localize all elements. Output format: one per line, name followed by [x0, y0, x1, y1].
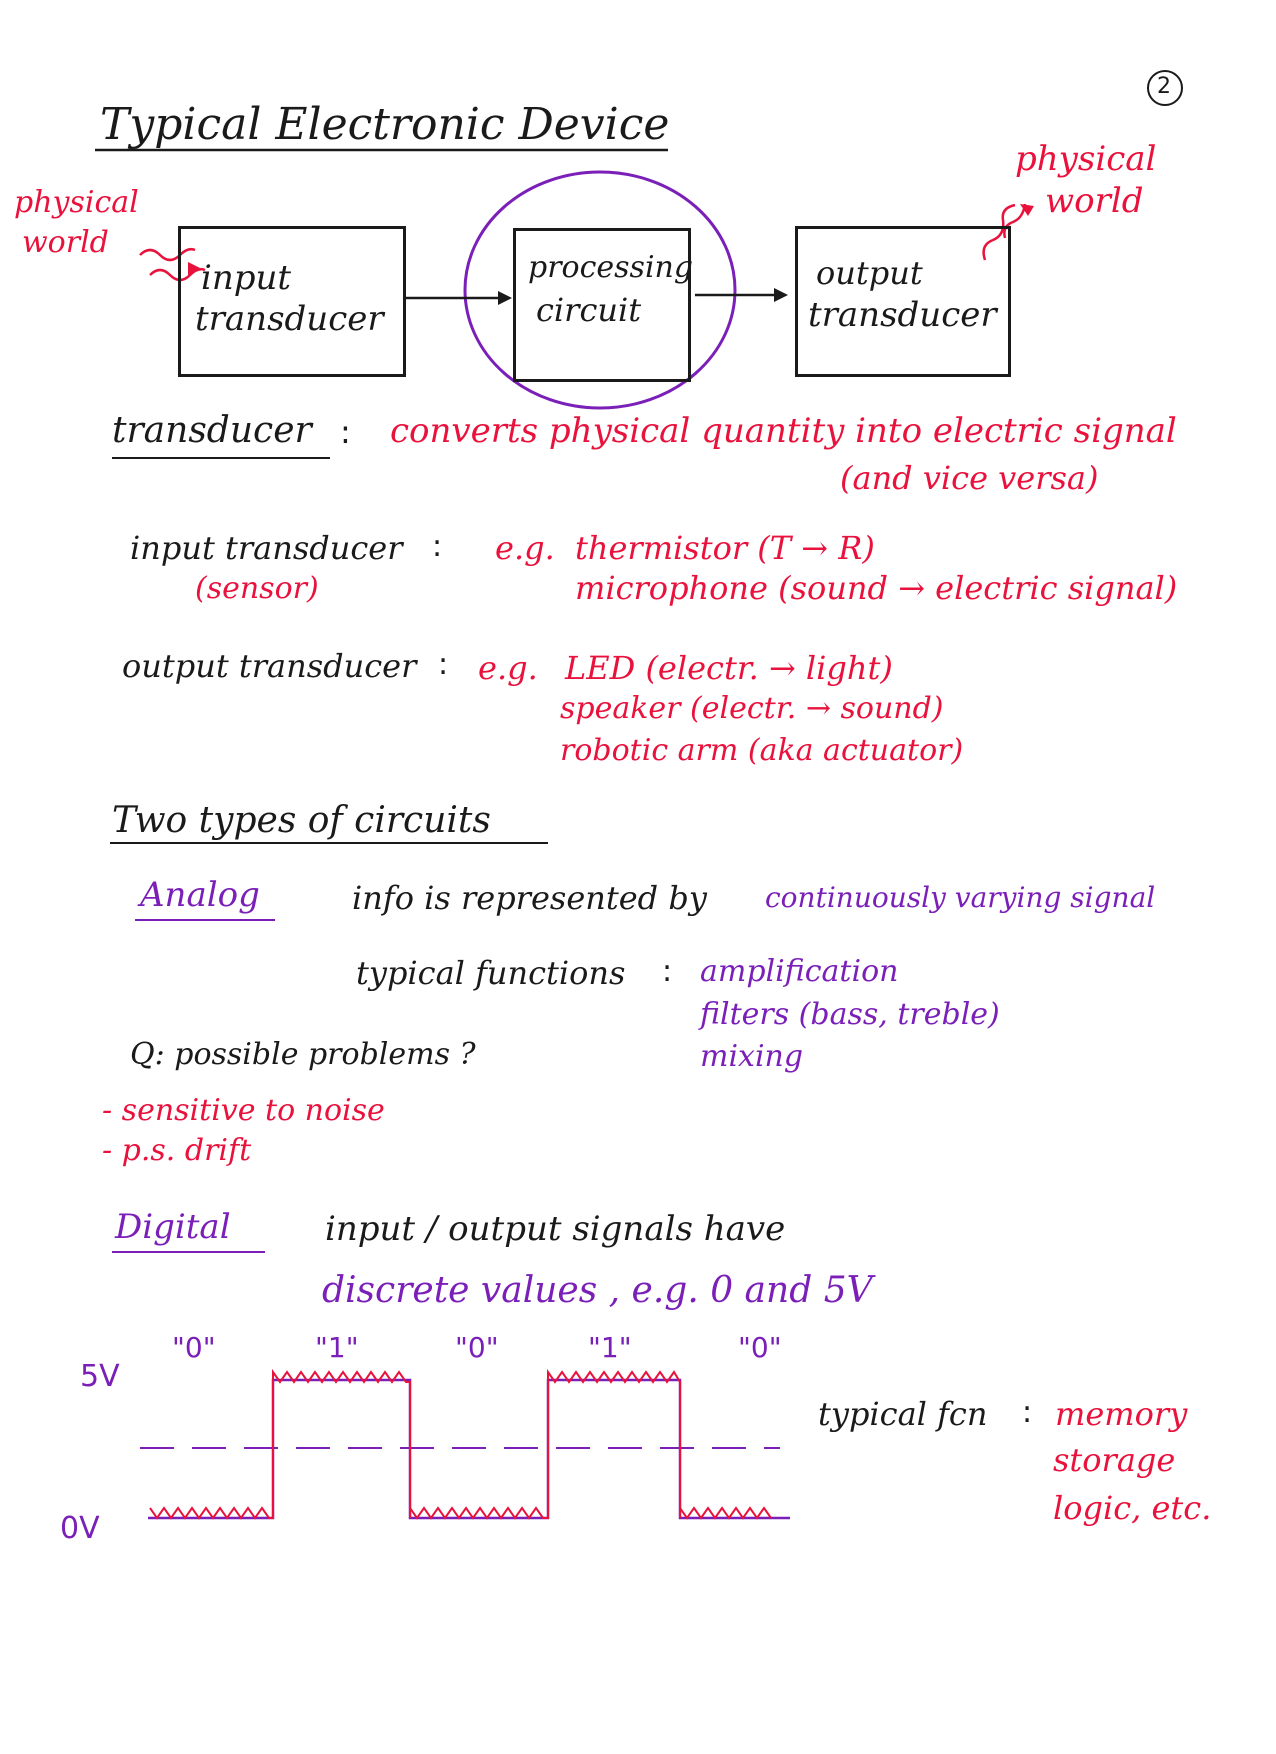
input-example-microphone: microphone (sound → electric signal)	[575, 569, 1178, 607]
page-number: 2	[1157, 74, 1171, 99]
analog-problem-noise: - sensitive to noise	[102, 1093, 385, 1128]
digital-desc-b: discrete values , e.g. 0 and 5V	[322, 1270, 873, 1311]
digital-label: Digital	[115, 1207, 231, 1247]
transducer-term: transducer	[112, 410, 312, 451]
level-label-1: "0"	[172, 1331, 216, 1364]
digital-function-storage: storage	[1053, 1441, 1176, 1479]
squiggle-in-1	[139, 247, 196, 262]
transducer-colon: :	[340, 413, 351, 451]
processing-box-line2: circuit	[536, 290, 642, 329]
squiggle-out-2	[1003, 203, 1027, 239]
page-title: Typical Electronic Device	[100, 99, 670, 150]
analog-problem-drift: - p.s. drift	[102, 1133, 252, 1168]
processing-box-line1: processing	[528, 250, 694, 285]
input-box-line2: transducer	[195, 299, 384, 340]
voltage-low-label: 0V	[60, 1511, 100, 1546]
arrowhead-1	[498, 291, 512, 305]
input-example-thermistor: thermistor (T → R)	[575, 529, 875, 567]
arrowhead-2	[774, 288, 788, 302]
input-transducer-label: input transducer	[130, 529, 403, 567]
analog-question: Q: possible problems ?	[130, 1037, 476, 1072]
physical-world-out-line2: world	[1045, 181, 1144, 221]
physical-world-in-line1: physical	[14, 185, 139, 220]
digital-function-logic: logic, etc.	[1053, 1489, 1212, 1527]
digital-functions-label: typical fcn	[818, 1395, 988, 1433]
output-example-robotic-arm: robotic arm (aka actuator)	[560, 733, 964, 768]
output-transducer-box: output transducer	[795, 226, 1011, 377]
page-number-circle	[1147, 70, 1183, 106]
voltage-high-label: 5V	[80, 1359, 120, 1394]
input-transducer-sensor: (sensor)	[195, 571, 319, 606]
input-transducer-box: input transducer	[178, 226, 406, 377]
input-transducer-colon: :	[432, 529, 443, 564]
physical-world-in-line2: world	[22, 225, 109, 260]
squiggle-in-arrowhead	[188, 262, 200, 276]
output-box-line1: output	[816, 254, 923, 292]
transducer-definition: converts physical quantity into electric…	[390, 411, 1177, 451]
level-label-5: "0"	[738, 1331, 782, 1364]
analog-label: Analog	[140, 875, 260, 915]
output-box-line2: transducer	[808, 294, 997, 335]
noisy-square-wave	[149, 1368, 772, 1520]
level-label-4: "1"	[588, 1331, 632, 1364]
analog-functions-colon: :	[662, 954, 673, 989]
analog-desc-a: info is represented by	[352, 879, 707, 917]
input-box-line1: input	[201, 258, 292, 298]
digital-functions-colon: :	[1022, 1395, 1033, 1430]
digital-desc-a: input / output signals have	[325, 1209, 786, 1249]
output-transducer-label: output transducer	[122, 647, 417, 685]
processing-circuit-box: processing circuit	[513, 228, 694, 382]
squiggle-out-1	[982, 203, 1016, 261]
level-label-2: "1"	[315, 1331, 359, 1364]
analog-function-mixing: mixing	[700, 1039, 804, 1074]
analog-functions-label: typical functions	[356, 954, 626, 992]
output-example-speaker: speaker (electr. → sound)	[560, 691, 944, 726]
processing-highlight-oval	[463, 170, 737, 410]
input-eg: e.g.	[495, 529, 555, 567]
physical-world-out-line1: physical	[1015, 139, 1157, 179]
transducer-definition-cont: (and vice versa)	[840, 459, 1099, 497]
analog-function-filters: filters (bass, treble)	[700, 997, 1000, 1032]
output-example-led: LED (electr. → light)	[565, 649, 893, 687]
digital-function-memory: memory	[1055, 1395, 1188, 1433]
squiggle-out-arrowhead	[1020, 204, 1034, 216]
level-label-3: "0"	[455, 1331, 499, 1364]
analog-function-amplification: amplification	[700, 954, 899, 989]
output-eg: e.g.	[478, 649, 538, 687]
analog-desc-b: continuously varying signal	[765, 881, 1156, 914]
circuits-heading: Two types of circuits	[112, 800, 491, 841]
output-transducer-colon: :	[438, 647, 449, 682]
